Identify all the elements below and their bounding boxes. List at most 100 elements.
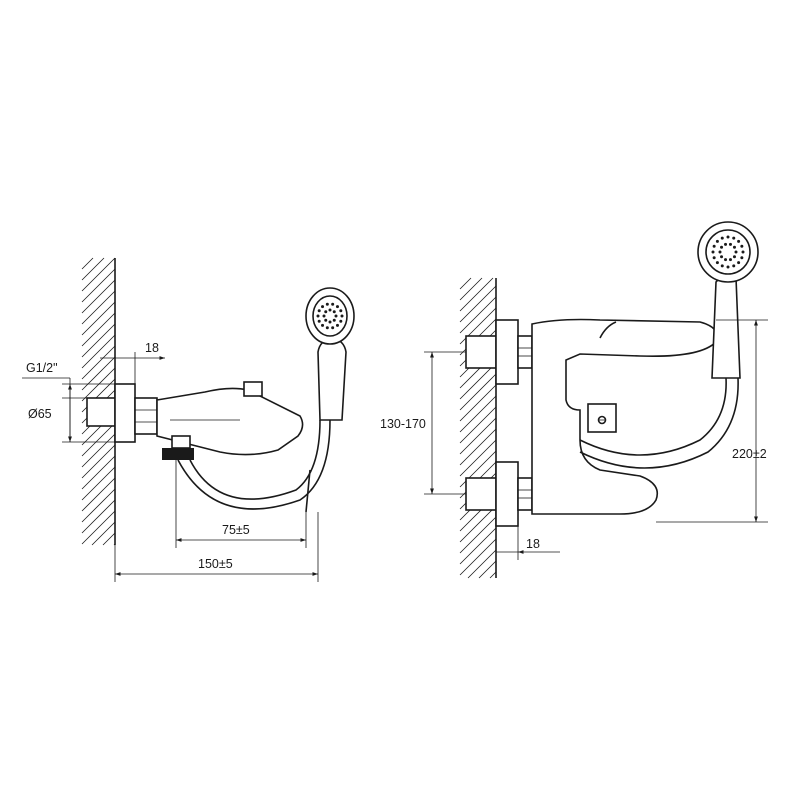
- wall-hatch-line: [81, 499, 116, 534]
- wall-hatch-line: [459, 384, 497, 422]
- nozzle-dot: [334, 314, 338, 318]
- wall-hatch-line: [459, 406, 497, 444]
- nozzle-dot: [331, 302, 335, 306]
- nozzle-dot: [316, 314, 320, 318]
- wall-hatch-line: [81, 323, 116, 358]
- wall-hatch-line: [489, 571, 497, 579]
- nozzle-dot: [335, 323, 339, 327]
- nozzle-dot: [732, 245, 736, 249]
- wall-hatch-line: [459, 505, 497, 543]
- nozzle-dot: [339, 309, 343, 313]
- right-upper-connector: [465, 319, 533, 385]
- wall-hatch-line: [81, 257, 105, 281]
- nozzle-dot: [715, 261, 719, 265]
- wall-hatch-line: [459, 277, 472, 290]
- wall-hatch-line: [478, 560, 497, 579]
- left-dim-offset: 18: [100, 341, 165, 384]
- wall-hatch-line: [459, 527, 497, 565]
- nozzle-dot: [728, 258, 732, 262]
- wall-hatch-line: [81, 433, 116, 468]
- nozzle-dot: [317, 309, 321, 313]
- left-handshower: [305, 287, 355, 421]
- left-thread-label: G1/2": [26, 361, 58, 375]
- wall-hatch-line: [81, 422, 116, 457]
- nozzle-dot: [332, 310, 336, 314]
- right-wall: [459, 277, 497, 579]
- wall-hatch-line: [81, 290, 116, 325]
- nozzle-dot: [331, 326, 335, 330]
- nozzle-dot: [720, 255, 724, 259]
- nozzle-dot: [321, 323, 325, 327]
- nozzle-dot: [325, 326, 329, 330]
- nozzle-dot: [726, 235, 730, 239]
- right-dim-spacing: 130-170: [380, 351, 466, 495]
- nozzle-dot: [732, 236, 736, 240]
- nozzle-dot: [712, 244, 716, 248]
- nozzle-dot: [741, 250, 745, 254]
- nozzle-dot: [718, 250, 722, 254]
- nozzle-dot: [712, 256, 716, 260]
- left-mixer-body: [156, 381, 304, 456]
- nozzle-dot: [322, 314, 326, 318]
- nozzle-dot: [321, 305, 325, 309]
- nozzle-dot: [317, 319, 321, 323]
- nozzle-dot: [740, 256, 744, 260]
- nozzle-dot: [720, 236, 724, 240]
- wall-hatch-line: [459, 277, 494, 312]
- wall-hatch-line: [459, 417, 497, 455]
- wall-hatch-line: [81, 257, 116, 292]
- left-diameter-label: Ø65: [28, 407, 52, 421]
- right-offset-label: 18: [526, 537, 540, 551]
- wall-hatch-line: [459, 277, 483, 301]
- nozzle-dot: [339, 319, 343, 323]
- left-spout-label: 75±5: [222, 523, 250, 537]
- nozzle-dot: [737, 239, 741, 243]
- nozzle-dot: [324, 318, 328, 322]
- wall-hatch-line: [459, 373, 497, 411]
- wall-hatch-line: [102, 532, 116, 546]
- wall-hatch-line: [81, 477, 116, 512]
- nozzle-dot: [720, 245, 724, 249]
- nozzle-dot: [740, 244, 744, 248]
- nozzle-dot: [324, 310, 328, 314]
- left-offset-label: 18: [145, 341, 159, 355]
- right-dim-offset: 18: [496, 526, 560, 560]
- wall-hatch-line: [81, 279, 116, 314]
- right-front-view: 130-170 220±2 18: [380, 221, 768, 579]
- nozzle-dot: [328, 320, 332, 324]
- left-dim-length: 150±5: [114, 512, 319, 582]
- left-outlet: [162, 435, 194, 460]
- wall-hatch-line: [459, 538, 497, 576]
- left-length-label: 150±5: [198, 557, 233, 571]
- nozzle-dot: [332, 318, 336, 322]
- left-shower-hose: [177, 419, 331, 513]
- wall-hatch-line: [81, 301, 116, 336]
- wall-hatch-line: [81, 345, 116, 380]
- wall-hatch-line: [81, 444, 116, 479]
- right-height-label: 220±2: [732, 447, 767, 461]
- nozzle-dot: [728, 242, 732, 246]
- left-side-view: 18 G1/2" Ø65 75±5 150±5: [22, 257, 355, 582]
- right-handshower: [697, 221, 759, 379]
- wall-hatch-line: [91, 521, 116, 546]
- wall-hatch-line: [81, 488, 116, 523]
- wall-hatch-line: [459, 395, 497, 433]
- wall-hatch-line: [81, 312, 116, 347]
- left-inlet-connector: [86, 383, 158, 443]
- wall-hatch-line: [459, 428, 497, 466]
- nozzle-dot: [737, 261, 741, 265]
- wall-hatch-line: [81, 257, 94, 270]
- nozzle-dot: [325, 302, 329, 306]
- wall-hatch-line: [81, 510, 116, 545]
- wall-hatch-line: [81, 367, 116, 402]
- left-dim-thread: G1/2": [22, 361, 87, 442]
- nozzle-dot: [726, 265, 730, 269]
- wall-hatch-line: [81, 455, 116, 490]
- nozzle-dot: [724, 242, 728, 246]
- wall-hatch-line: [81, 466, 116, 501]
- nozzle-dot: [724, 258, 728, 262]
- wall-hatch-line: [467, 549, 497, 579]
- nozzle-dot: [328, 308, 332, 312]
- right-mixer-body: [531, 318, 719, 515]
